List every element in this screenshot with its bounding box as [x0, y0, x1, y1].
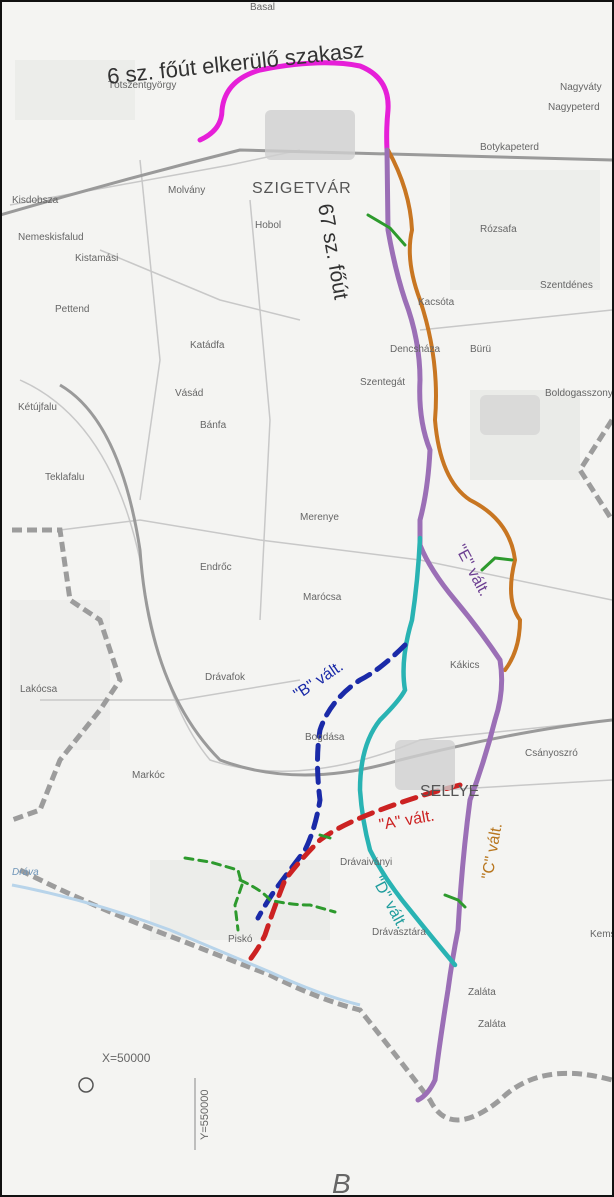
place-label: Pettend	[55, 304, 89, 315]
county-border	[11, 418, 614, 1123]
place-label: Endrőc	[200, 562, 232, 573]
place-label: Zaláta	[478, 1019, 506, 1030]
main-roads	[0, 148, 613, 777]
label-sellye: SELLYE	[420, 783, 479, 800]
place-label: Boldogasszonyfa	[545, 388, 614, 399]
place-label: Marócsa	[303, 592, 342, 603]
place-label: Bánfa	[200, 420, 227, 431]
label-y-coord: Y=550000	[199, 1090, 211, 1140]
label-szigetvar: SZIGETVÁR	[252, 178, 352, 197]
green-connectors	[183, 213, 514, 932]
town-blocks	[265, 110, 540, 790]
place-label: Katádfa	[190, 340, 225, 351]
place-label: Kistamási	[75, 253, 118, 264]
place-label: Zaláta	[468, 987, 496, 998]
place-label: Drávafok	[205, 672, 246, 683]
variant-a-route	[245, 782, 463, 965]
place-label: Botykapeterd	[480, 142, 539, 153]
place-label: Csányoszró	[525, 748, 578, 759]
place-label: Bogdása	[305, 732, 345, 743]
place-label: Dencsháza	[390, 344, 440, 355]
place-label: Kacsóta	[418, 297, 455, 308]
place-label: Vásád	[175, 388, 203, 399]
place-label: Lakócsa	[20, 684, 58, 695]
place-label: Dráva	[12, 867, 39, 878]
place-label: Nagyváty	[560, 82, 602, 93]
place-labels: Tótszentgyörgy Molvány Hobol Rózsafa Sze…	[12, 2, 614, 1030]
place-label: Nagypeterd	[548, 102, 600, 113]
place-label: Kemse	[590, 929, 614, 940]
label-river-letter: B	[332, 1168, 351, 1197]
bypass-route-6	[197, 60, 391, 153]
place-label: Drávaiványi	[340, 857, 392, 868]
variant-b-route	[255, 642, 408, 921]
place-label: Merenye	[300, 512, 339, 523]
place-label: Molvány	[168, 185, 205, 196]
place-label: Basal	[250, 2, 275, 13]
place-label: Bürü	[470, 344, 491, 355]
place-label: Nemeskisfalud	[18, 232, 84, 243]
place-label: Kákics	[450, 660, 479, 671]
place-label: Kisdobsza	[12, 195, 59, 206]
label-x-coord: X=50000	[102, 1051, 151, 1065]
place-label: Szentegát	[360, 377, 405, 388]
place-label: Drávasztára	[372, 927, 426, 938]
place-label: Piskó	[228, 934, 253, 945]
place-label: Rózsafa	[480, 224, 517, 235]
place-label: Hobol	[255, 220, 281, 231]
river-drava	[11, 883, 361, 1007]
variant-d-route	[357, 535, 458, 968]
place-label: Szentdénes	[540, 280, 593, 291]
place-label: Kétújfalu	[18, 402, 57, 413]
place-label: Teklafalu	[45, 472, 84, 483]
coordinate-marker-icon	[78, 1077, 94, 1093]
place-label: Tótszentgyörgy	[108, 80, 176, 91]
place-label: Markóc	[132, 770, 165, 781]
variant-c-route	[386, 148, 523, 672]
route-67	[384, 147, 505, 1103]
